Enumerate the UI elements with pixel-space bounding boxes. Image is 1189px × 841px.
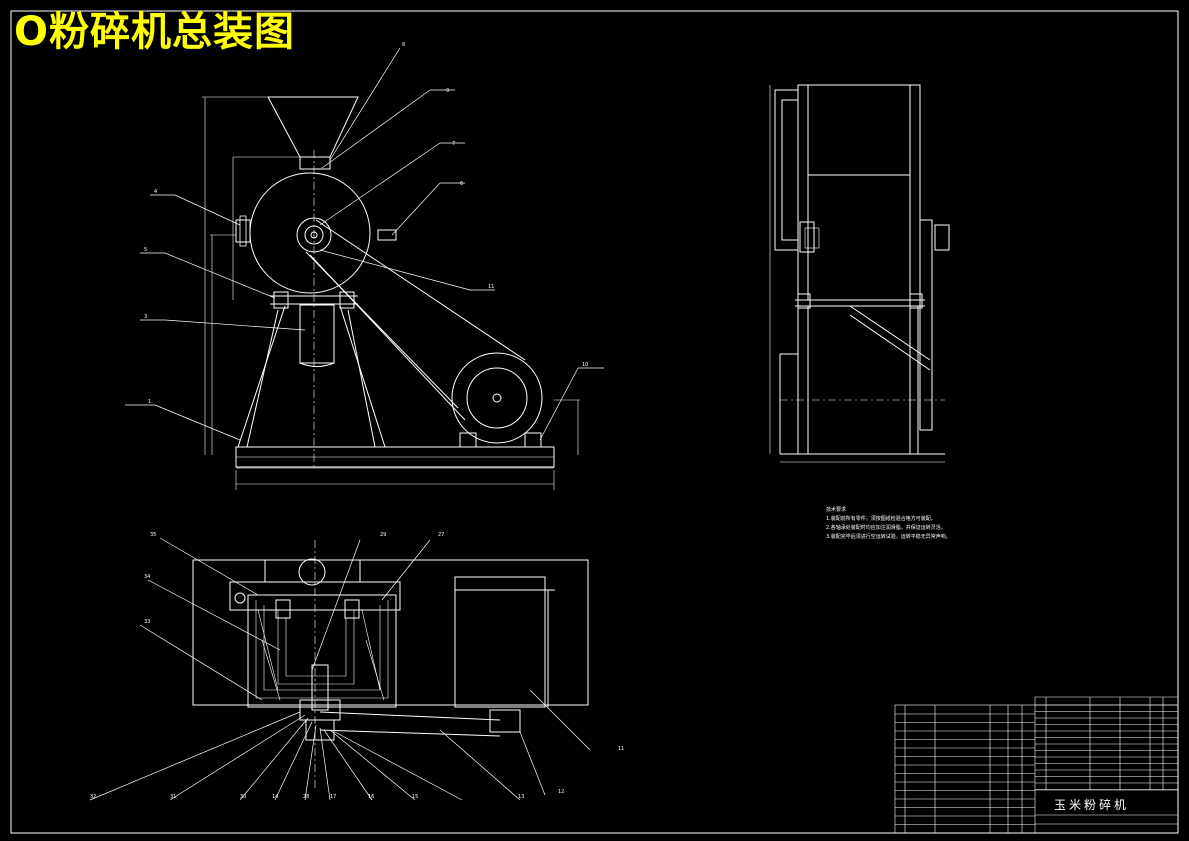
side-housing — [797, 84, 921, 301]
plan-part-15: 15 — [412, 794, 418, 800]
bill-of-materials — [894, 696, 1179, 834]
plan-part-33: 33 — [144, 619, 150, 625]
discharge-pipe — [299, 304, 335, 364]
left-flange-bolt — [235, 219, 251, 243]
tech-item-3: 3.装配完毕后须进行空运转试验，运转平稳无异常声响。 — [826, 534, 951, 540]
drawing-title: O粉碎机总装图 — [14, 9, 296, 55]
plan-part-27: 27 — [438, 532, 444, 538]
front-part-6: 6 — [460, 181, 463, 187]
tech-heading: 技术要求 — [826, 507, 847, 513]
plan-part-12: 12 — [558, 789, 564, 795]
plan-part-14: 14 — [272, 794, 278, 800]
title-block-machine-name: 玉米粉碎机 — [1054, 798, 1130, 812]
front-part-5: 5 — [144, 247, 147, 253]
plan-outline — [192, 559, 589, 706]
front-part-7: 7 — [452, 141, 455, 147]
plan-housing — [247, 594, 397, 708]
plan-part-34: 34 — [144, 574, 150, 580]
front-part-1: 1 — [148, 399, 151, 405]
tech-item-1: 1.装配前所有零件，须按图纸检验合格方可装配。 — [826, 516, 936, 522]
stand-leg-right — [339, 305, 386, 448]
front-part-8: 8 — [402, 42, 405, 48]
drive-belt — [315, 219, 526, 361]
side-stand — [797, 305, 919, 455]
plan-part-11: 11 — [618, 746, 624, 752]
plan-part-16: 16 — [368, 794, 374, 800]
technical-requirements: 技术要求 1.装配前所有零件，须按图纸检验合格方可装配。 2.各轴承处装配时均应… — [826, 506, 951, 542]
crusher-chamber — [249, 172, 371, 294]
front-part-3: 3 — [144, 314, 147, 320]
sheet-border — [10, 10, 1179, 834]
plan-part-35: 35 — [150, 532, 156, 538]
plan-part-32: 32 — [90, 794, 96, 800]
plan-part-13: 13 — [518, 794, 524, 800]
front-part-10: 10 — [582, 362, 588, 368]
front-part-9: 9 — [446, 88, 449, 94]
motor-pulley — [451, 352, 543, 444]
tech-item-2: 2.各轴承处装配时均应加注润滑脂，并保证运转灵活。 — [826, 525, 946, 531]
plan-part-30: 30 — [240, 794, 246, 800]
hopper — [267, 96, 359, 158]
motor-plan — [454, 576, 546, 708]
side-pulley — [919, 219, 933, 431]
hopper-neck — [299, 156, 331, 170]
plan-view: 35 34 33 29 27 32 31 30 14 28 17 16 15 13 12 11 — [89, 532, 624, 801]
stand-leg-left — [237, 305, 286, 448]
plan-part-28: 28 — [303, 794, 309, 800]
right-flange-bolt — [377, 229, 397, 241]
side-view — [769, 84, 950, 463]
plan-part-29: 29 — [380, 532, 386, 538]
plan-part-31: 31 — [170, 794, 176, 800]
plan-view-part-numbers: 35 34 33 29 27 32 31 30 14 28 17 16 15 13 12 11 — [90, 532, 624, 800]
plan-part-17: 17 — [330, 794, 336, 800]
front-part-4: 4 — [154, 189, 157, 195]
front-part-11: 11 — [488, 284, 494, 290]
